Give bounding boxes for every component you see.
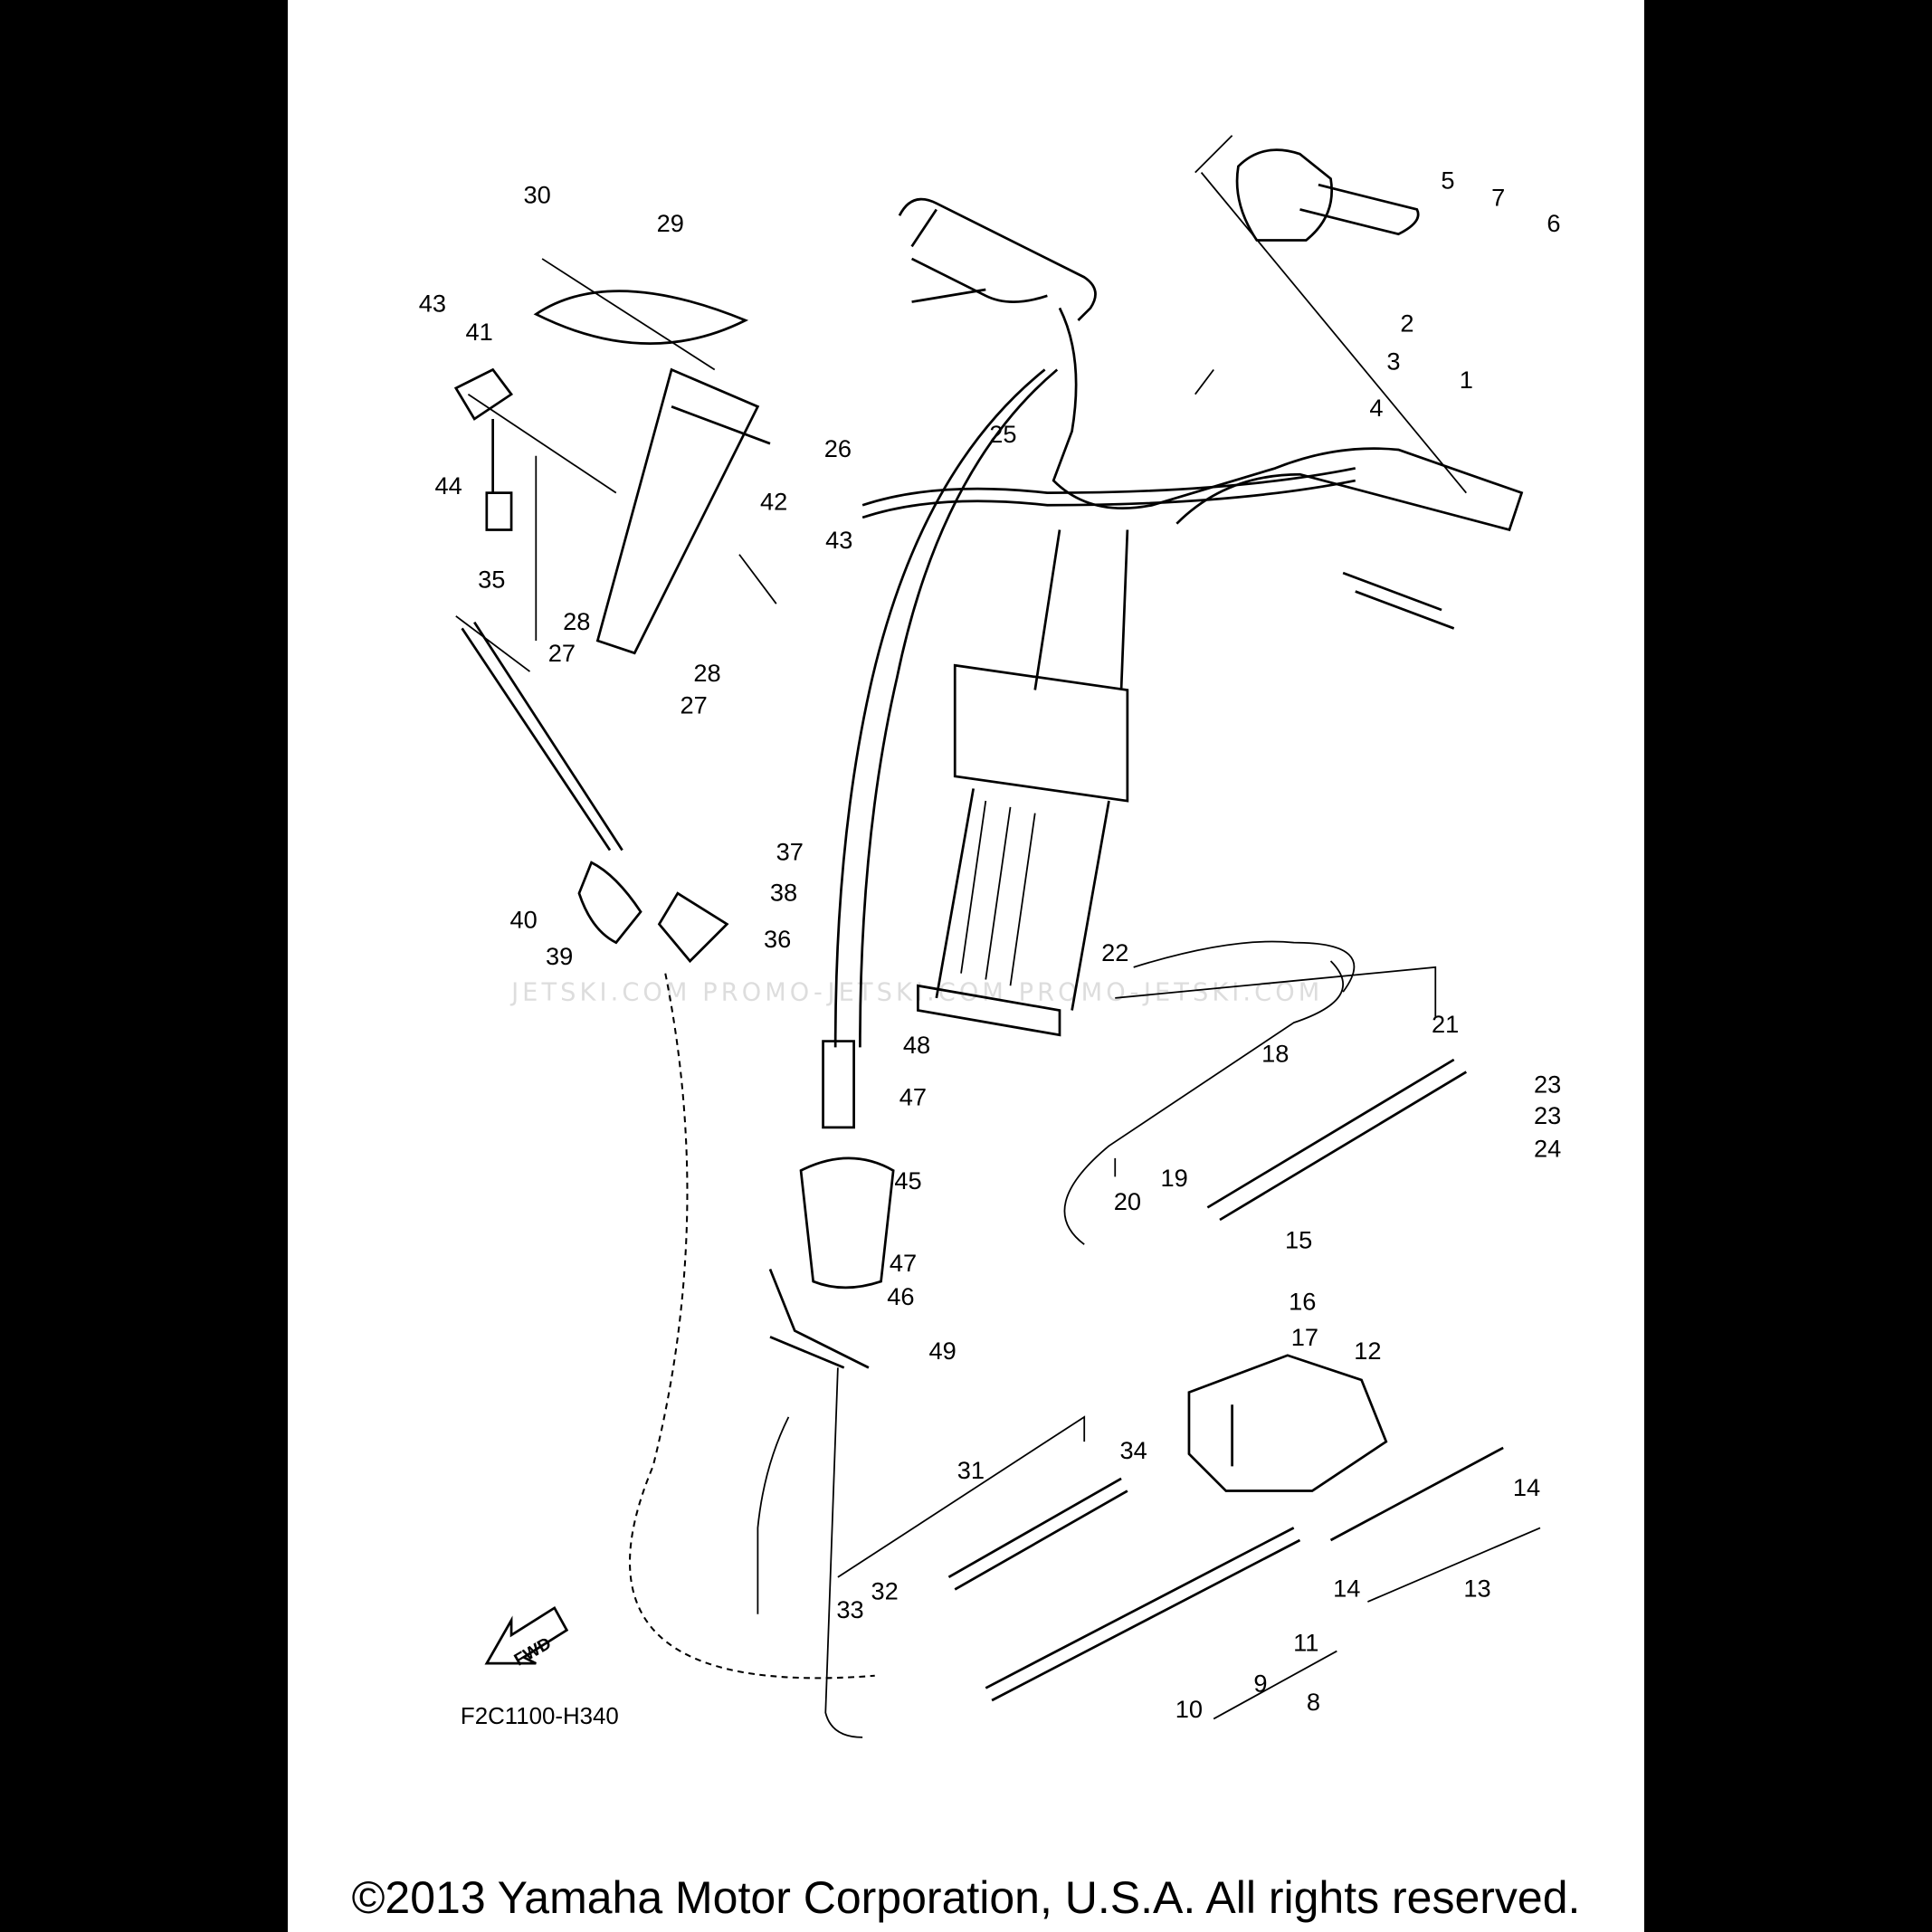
callout: 16 <box>1289 1287 1316 1315</box>
callout: 10 <box>1175 1695 1203 1723</box>
callout: 37 <box>776 837 804 865</box>
callout: 22 <box>1101 938 1128 966</box>
callout: 2 <box>1400 309 1413 337</box>
callout: 29 <box>657 209 684 237</box>
callout: 39 <box>546 942 573 970</box>
callout: 3 <box>1386 347 1400 375</box>
callout: 47 <box>890 1249 917 1277</box>
cover-and-bracket-drawing <box>453 258 777 964</box>
callout: 15 <box>1285 1225 1312 1253</box>
fwd-arrow: FWD <box>484 1605 569 1670</box>
callout: 40 <box>510 905 538 933</box>
diagram-sheet <box>288 0 1644 1932</box>
callout: 9 <box>1253 1669 1267 1697</box>
callout: 17 <box>1291 1323 1318 1351</box>
diagram-code: F2C1100-H340 <box>461 1704 619 1729</box>
callout: 13 <box>1463 1575 1490 1603</box>
callout: 43 <box>825 526 852 554</box>
callout: 14 <box>1513 1473 1540 1501</box>
fwd-label: FWD <box>511 1634 555 1670</box>
callout: 49 <box>928 1337 956 1365</box>
callout: 6 <box>1547 209 1560 237</box>
watermark: JETSKI.COM PROMO-JETSKI.COM PROMO-JETSKI… <box>509 979 1323 1007</box>
callout: 28 <box>693 659 720 687</box>
cable-drawing <box>629 368 1541 1738</box>
callout: 32 <box>871 1576 898 1604</box>
callout: 43 <box>419 289 446 317</box>
steering-column-drawing <box>917 529 1129 1037</box>
callout: 36 <box>764 925 791 953</box>
callout: 33 <box>836 1595 863 1623</box>
callout: 12 <box>1354 1337 1381 1365</box>
callout: 11 <box>1293 1629 1318 1657</box>
callout: 47 <box>899 1082 927 1110</box>
callout: 18 <box>1261 1040 1289 1068</box>
callout: 23 <box>1534 1101 1561 1129</box>
callout: 7 <box>1491 183 1505 211</box>
callout: 44 <box>434 471 462 500</box>
handlebar-drawing <box>898 135 1524 630</box>
callout: 4 <box>1369 394 1383 422</box>
callout: 35 <box>478 565 505 593</box>
callout: 31 <box>957 1456 985 1484</box>
callout: 1 <box>1460 366 1473 394</box>
callout: 20 <box>1114 1187 1141 1215</box>
callout: 21 <box>1432 1010 1459 1038</box>
callout: 46 <box>887 1282 914 1310</box>
copyright-notice: ©2013 Yamaha Motor Corporation, U.S.A. A… <box>351 1872 1581 1923</box>
callout: 28 <box>563 607 590 635</box>
callout: 30 <box>524 181 551 209</box>
callout: 14 <box>1333 1575 1360 1603</box>
callout: 8 <box>1307 1688 1320 1716</box>
callout: 24 <box>1534 1135 1561 1163</box>
callout: 38 <box>770 878 797 906</box>
callout: 41 <box>466 318 493 346</box>
callout: 42 <box>760 488 787 516</box>
callout: 34 <box>1120 1436 1147 1464</box>
callout: 26 <box>824 434 852 462</box>
callout: 27 <box>548 639 576 667</box>
callout: 25 <box>989 420 1016 448</box>
callout: 48 <box>903 1031 930 1059</box>
callout: 5 <box>1441 166 1454 194</box>
callout: 19 <box>1160 1164 1187 1192</box>
callout: 27 <box>680 690 707 719</box>
callout-labels: 30 29 43 41 44 26 42 43 35 28 27 28 27 2… <box>419 166 1562 1723</box>
callout: 45 <box>894 1166 921 1194</box>
callout: 23 <box>1534 1071 1561 1099</box>
